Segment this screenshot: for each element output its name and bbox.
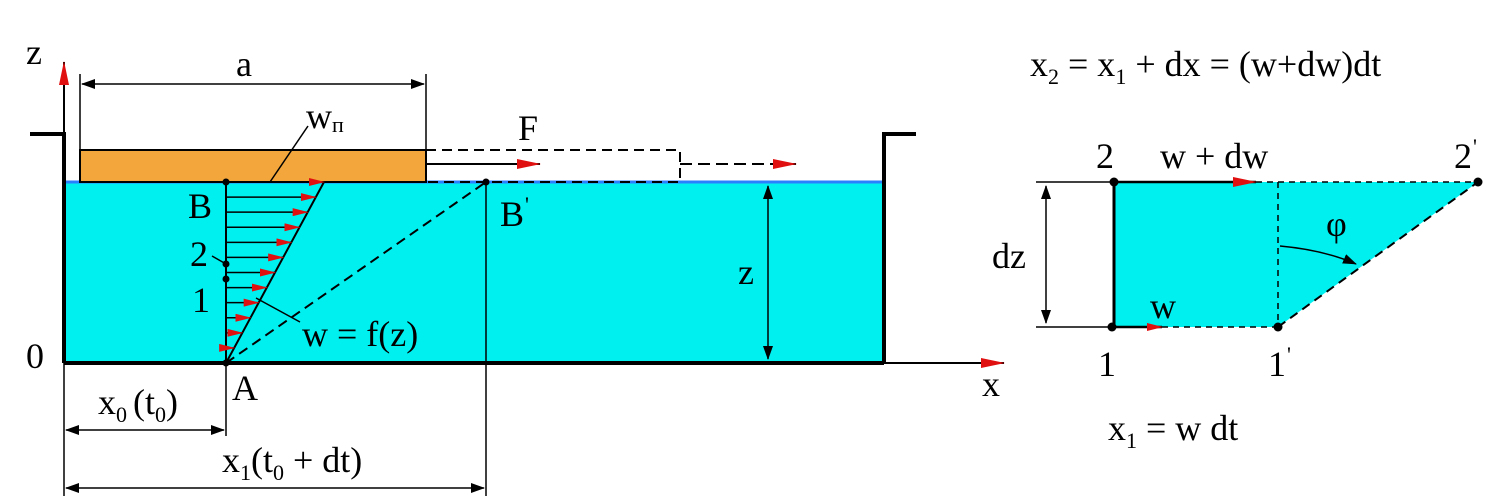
top-velocity-label: w + dw — [1160, 136, 1268, 176]
point-B-dot — [222, 178, 230, 186]
point-1-label: 1 — [192, 280, 210, 320]
origin-label: 0 — [26, 336, 44, 376]
profile-leader — [255, 297, 301, 323]
velocity-profile-arrows — [219, 178, 325, 352]
plate-velocity-label: wп — [306, 96, 344, 137]
displaced-plate-outline — [426, 149, 681, 183]
angle-label: φ — [1326, 204, 1347, 244]
x-axis-label: x — [982, 364, 1000, 404]
left-diagram: z x 0 a wп F B B' 2 1 A z w = f(z) x0(t0… — [26, 32, 1005, 496]
depth-label: z — [738, 252, 754, 292]
moving-plate — [79, 149, 427, 183]
element-diagonal-dashed — [1277, 181, 1479, 328]
point-1-label: 1 — [1098, 344, 1116, 384]
point-B-label: B — [188, 186, 212, 226]
point-2-label: 2 — [1096, 136, 1114, 176]
x0-label: x0(t0) — [98, 382, 178, 427]
bottom-velocity-label: w — [1150, 286, 1176, 326]
shear-dashed-line — [225, 181, 487, 364]
point-2-label: 2 — [190, 234, 208, 274]
angle-arc — [1279, 245, 1357, 265]
point-2-prime-label: 2' — [1454, 134, 1477, 176]
z-axis-label: z — [26, 32, 42, 72]
wp-leader — [269, 125, 309, 183]
force-label: F — [518, 108, 538, 148]
point-1-prime-dot — [1273, 322, 1283, 332]
point-2-leader — [211, 255, 227, 265]
point-1-dot — [1107, 322, 1117, 332]
height-label: dz — [992, 236, 1026, 276]
container-right-wall — [882, 132, 916, 363]
point-A-label: A — [232, 368, 258, 408]
x1-label: x1(t0 + dt) — [222, 440, 362, 485]
point-1-dot — [222, 275, 230, 283]
deformed-element — [1114, 182, 1478, 327]
container-left-wall — [30, 132, 66, 363]
point-2-dot — [1109, 177, 1119, 187]
bottom-equation: x1 = w dt — [1108, 408, 1238, 453]
profile-label: w = f(z) — [302, 314, 418, 354]
point-B-prime-label: B' — [500, 192, 529, 234]
top-equation: x2 = x1 + dx = (w+dw)dt — [1030, 44, 1381, 89]
point-1-prime-label: 1' — [1268, 342, 1291, 384]
width-label: a — [236, 44, 252, 84]
point-2-prime-dot — [1473, 177, 1483, 187]
right-diagram: x2 = x1 + dx = (w+dw)dt 2 w + dw 2' dz φ… — [992, 44, 1483, 453]
water-body — [64, 182, 884, 363]
